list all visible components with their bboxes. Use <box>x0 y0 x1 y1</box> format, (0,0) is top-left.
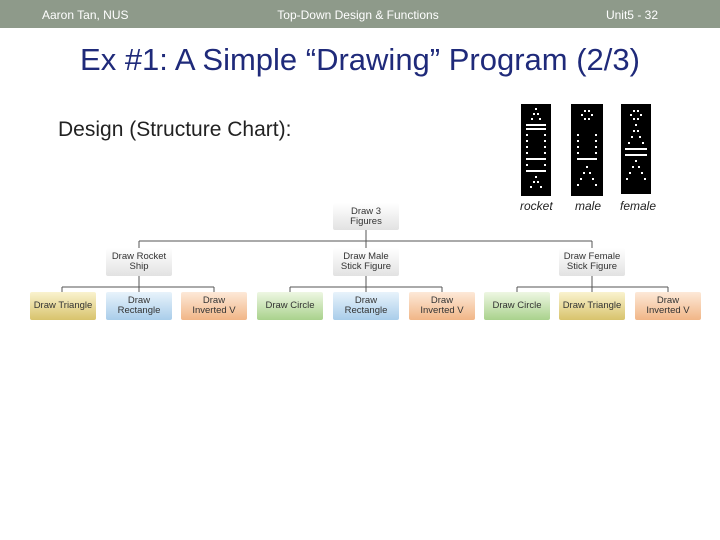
rocket-caption: rocket <box>520 199 553 213</box>
node-draw-triangle: Draw Triangle <box>559 292 625 320</box>
female-figure-image <box>621 104 651 194</box>
node-draw-triangle: Draw Triangle <box>30 292 96 320</box>
node-draw-rectangle: Draw Rectangle <box>106 292 172 320</box>
node-draw-circle: Draw Circle <box>484 292 550 320</box>
node-draw-female-stick-figure: Draw Female Stick Figure <box>559 248 625 276</box>
header-slide-number: Unit5 - 32 <box>605 8 658 22</box>
slide-title: Ex #1: A Simple “Drawing” Program (2/3) <box>80 42 640 77</box>
header-bar: Aaron Tan, NUS Top-Down Design & Functio… <box>0 0 720 28</box>
rocket-figure-image <box>521 104 551 196</box>
female-caption: female <box>620 199 657 213</box>
node-draw-rectangle: Draw Rectangle <box>333 292 399 320</box>
slide-subtitle: Design (Structure Chart): <box>58 118 292 141</box>
node-draw-rocket-ship: Draw Rocket Ship <box>106 248 172 276</box>
node-draw-male-stick-figure: Draw Male Stick Figure <box>333 248 399 276</box>
header-author: Aaron Tan, NUS <box>42 8 129 22</box>
node-draw-inverted-v: Draw Inverted V <box>635 292 701 320</box>
node-draw-inverted-v: Draw Inverted V <box>409 292 475 320</box>
node-draw-3-figures: Draw 3 Figures <box>333 203 399 230</box>
male-figure-image <box>571 104 603 196</box>
male-caption: male <box>575 199 602 213</box>
node-draw-circle: Draw Circle <box>257 292 323 320</box>
header-topic: Top-Down Design & Functions <box>277 8 439 22</box>
node-draw-inverted-v: Draw Inverted V <box>181 292 247 320</box>
